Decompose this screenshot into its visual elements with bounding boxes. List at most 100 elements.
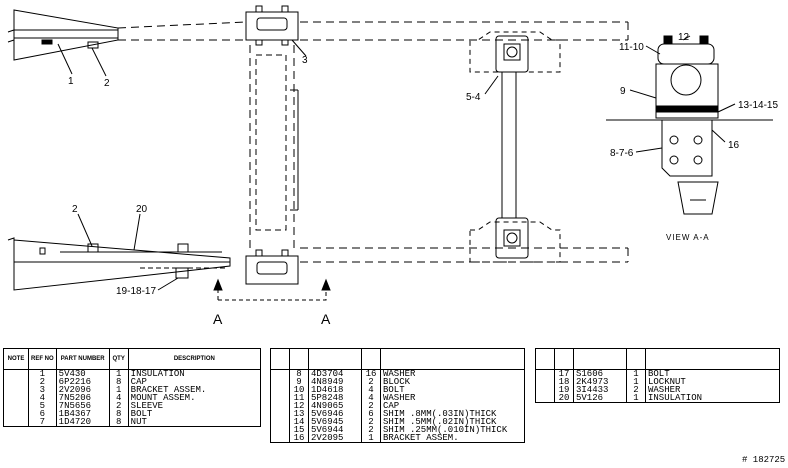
- qty-cell: 4: [361, 386, 381, 395]
- description-cell: CAP: [380, 402, 525, 411]
- part-number-cell: 5V126: [573, 394, 627, 403]
- part-number-cell: 5V430: [55, 369, 110, 378]
- description-cell: SHIM .5MM(.02IN)THICK: [380, 418, 525, 427]
- part-number-cell: 7N5656: [55, 402, 110, 411]
- description-cell: WASHER: [645, 386, 780, 395]
- description-cell: WASHER: [380, 394, 525, 403]
- part-number-cell: 5V6944: [308, 426, 362, 435]
- callout-16: 16: [728, 140, 740, 151]
- ref-cell: 11: [289, 394, 309, 403]
- note-cell: [270, 410, 290, 418]
- qty-cell: 1: [626, 394, 646, 403]
- ref-cell: 15: [289, 426, 309, 435]
- description-cell: BOLT: [645, 369, 780, 378]
- qty-cell: 4: [108, 394, 129, 403]
- part-number-cell: 4N8949: [308, 378, 362, 387]
- description-cell: CAP: [127, 378, 261, 387]
- ref-cell: 9: [289, 378, 309, 387]
- callout-9: 9: [620, 86, 626, 97]
- ref-cell: 18: [554, 378, 574, 387]
- section-a-a-indicator: [213, 278, 331, 301]
- part-number-cell: 1D4618: [308, 386, 362, 395]
- description-cell: INSULATION: [127, 369, 261, 378]
- ref-cell: 5: [28, 402, 57, 411]
- part-number-cell: 7N5206: [55, 394, 110, 403]
- note-cell: [535, 386, 555, 394]
- ref-cell: 17: [554, 369, 574, 378]
- callout-13-14-15: 13-14-15: [738, 100, 778, 111]
- callout-1: 1: [68, 76, 74, 87]
- part-number-cell: 2V2095: [308, 434, 362, 443]
- col-qty: QTY: [108, 348, 129, 370]
- part-number-cell: 5V6946: [308, 410, 362, 419]
- callout-19-18-17: 19-18-17: [116, 286, 156, 297]
- part-number-cell: 2K4973: [573, 378, 627, 387]
- upper-frame-hidden-lines: [117, 21, 629, 41]
- note-cell: [3, 410, 29, 418]
- ref-cell: 1: [28, 369, 57, 378]
- callout-12: 12: [678, 32, 690, 43]
- note-cell: [270, 434, 290, 443]
- ref-cell: 6: [28, 410, 57, 419]
- qty-cell: 2: [361, 378, 381, 387]
- ref-cell: 7: [28, 418, 57, 427]
- ref-cell: 2: [28, 378, 57, 387]
- figure-number: # 182725: [742, 455, 786, 465]
- qty-cell: 8: [108, 410, 129, 419]
- qty-cell: 2: [361, 418, 381, 427]
- description-cell: BOLT: [127, 410, 261, 419]
- col-ref-no: REF NO: [28, 348, 57, 370]
- parts-list-table-1: NOTE REF NO PART NUMBER QTY DESCRIPTION …: [3, 348, 262, 427]
- description-cell: SHIM .25MM(.010IN)THICK: [380, 426, 525, 435]
- ref-cell: 10: [289, 386, 309, 395]
- note-cell: [270, 418, 290, 426]
- ref-cell: 13: [289, 410, 309, 419]
- note-cell: [270, 402, 290, 410]
- description-cell: BOLT: [380, 386, 525, 395]
- qty-cell: 1: [626, 369, 646, 378]
- qty-cell: 2: [626, 386, 646, 395]
- note-cell: [3, 418, 29, 427]
- qty-cell: 1: [626, 378, 646, 387]
- note-cell: [535, 369, 555, 378]
- qty-cell: 8: [108, 418, 129, 427]
- qty-cell: 1: [108, 369, 129, 378]
- ref-cell: 3: [28, 386, 57, 395]
- qty-cell: 2: [108, 402, 129, 411]
- description-cell: SHIM .8MM(.03IN)THICK: [380, 410, 525, 419]
- description-cell: BRACKET ASSEM.: [127, 386, 261, 395]
- ref-cell: 19: [554, 386, 574, 395]
- description-cell: SLEEVE: [127, 402, 261, 411]
- qty-cell: 1: [361, 434, 381, 443]
- callout-2-upper: 2: [104, 78, 110, 89]
- description-cell: BRACKET ASSEM.: [380, 434, 525, 443]
- qty-cell: 6: [361, 410, 381, 419]
- part-number-cell: 4N9065: [308, 402, 362, 411]
- part-number-cell: 6P2216: [55, 378, 110, 387]
- table-header-row: [270, 348, 525, 370]
- vertical-cross-member: [249, 45, 299, 250]
- part-number-cell: 1D4720: [55, 418, 110, 427]
- ref-cell: 4: [28, 394, 57, 403]
- ref-cell: 20: [554, 394, 574, 403]
- section-a-right: A: [321, 311, 331, 327]
- callout-20: 20: [136, 204, 148, 215]
- view-a-a-detail: [606, 35, 773, 215]
